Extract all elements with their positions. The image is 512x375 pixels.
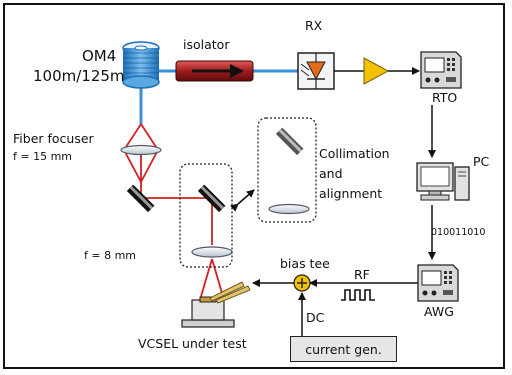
fiber-lines — [139, 69, 298, 124]
fiber-focuser-label: Fiber focuser — [13, 131, 94, 146]
collimation-label-3: alignment — [319, 186, 383, 201]
rf-label: RF — [354, 267, 370, 282]
receiver-label: RX — [305, 18, 323, 33]
lens-icon — [191, 246, 233, 258]
lens-icon — [120, 144, 162, 156]
collimation-inset — [257, 117, 317, 223]
mirror-icon — [126, 184, 155, 213]
photodiode-icon — [297, 52, 335, 90]
current-source-box: current gen. — [290, 336, 397, 362]
fiber-label: OM4 — [82, 47, 117, 65]
mirror-icon — [197, 184, 226, 213]
diagram-border — [3, 3, 505, 369]
fiber-spool-icon — [122, 41, 160, 89]
mirror-icon — [275, 127, 304, 156]
square-wave-icon — [341, 289, 375, 301]
computer-label: PC — [473, 154, 490, 169]
vcsel-icon — [181, 281, 251, 328]
oscilloscope-label: RTO — [432, 90, 458, 105]
collimation-label-1: Collimation — [319, 146, 390, 161]
computer-icon — [416, 162, 470, 201]
bias-tee-label: bias tee — [280, 256, 330, 271]
laser-beam — [123, 123, 225, 301]
isolator-label: isolator — [183, 37, 230, 52]
amplifier-icon — [363, 57, 390, 85]
isolator-icon — [175, 60, 254, 82]
focal-length-15-label: f = 15 mm — [13, 150, 73, 163]
awg-label: AWG — [424, 304, 454, 319]
dc-label: DC — [306, 310, 325, 325]
correspondence-arrow — [230, 189, 255, 212]
focal-length-8-label: f = 8 mm — [84, 249, 137, 262]
awg-icon — [417, 264, 459, 302]
fiber-length-label: 100m/125m — [33, 67, 125, 85]
bias-tee-icon — [293, 274, 311, 292]
alignment-region — [179, 163, 233, 268]
collimation-label-2: and — [319, 166, 343, 181]
oscilloscope-icon — [420, 51, 462, 89]
bitstream-label: 010011010 — [431, 227, 486, 238]
device-label: VCSEL under test — [138, 336, 247, 351]
lens-icon — [268, 203, 310, 215]
